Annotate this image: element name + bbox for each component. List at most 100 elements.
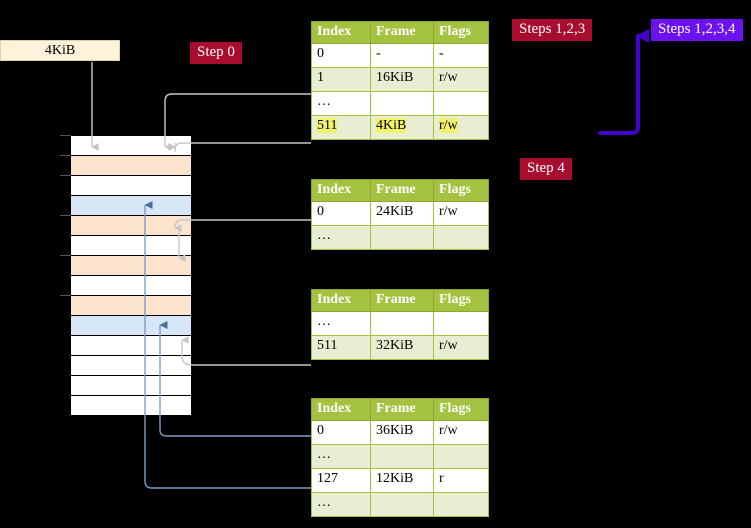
wire-table1-left [174, 219, 311, 232]
column-header-index: Index [311, 289, 371, 312]
table-cell: … [311, 91, 371, 116]
table-row: 0-- [311, 43, 489, 68]
table-cell [370, 311, 434, 336]
table-cell: 1 [311, 67, 371, 92]
table-cell: 24KiB [370, 201, 434, 226]
badge-step-0: Step 0 [190, 42, 242, 64]
table-cell: 511 [311, 335, 371, 360]
column-header-flags: Flags [433, 21, 489, 44]
table-cell: r/w [433, 67, 489, 92]
memory-frame-row [71, 255, 191, 275]
column-header-flags: Flags [433, 289, 489, 312]
frame-size-box: 4KiB [0, 40, 120, 61]
memory-tick [60, 135, 71, 136]
table-cell: - [370, 43, 434, 68]
highlighted-value: r/w [439, 118, 458, 133]
column-header-index: Index [311, 21, 371, 44]
table-cell: 4KiB [370, 115, 434, 140]
table-row: … [311, 311, 489, 336]
badge-steps-1-2-3: Steps 1,2,3 [512, 19, 593, 41]
table-row: … [311, 225, 489, 250]
memory-frame-row [71, 395, 191, 415]
table-cell: … [311, 492, 371, 517]
column-header-frame: Frame [370, 21, 434, 44]
bracket-steps-1-2-3-4 [598, 29, 649, 135]
table-cell: 127 [311, 468, 371, 493]
table-cell: - [433, 43, 489, 68]
physical-memory-column [70, 135, 192, 416]
table-cell: r/w [433, 115, 489, 140]
memory-frame-row [71, 155, 191, 175]
table-cell: … [311, 311, 371, 336]
column-header-frame: Frame [370, 179, 434, 202]
table-cell: r/w [433, 201, 489, 226]
wire-table2-left [181, 336, 311, 366]
table-row: 511 4KiB r/w [311, 115, 489, 140]
table-cell: 32KiB [370, 335, 434, 360]
table-cell [433, 225, 489, 250]
table-cell: 511 [311, 115, 371, 140]
memory-frame-row [71, 275, 191, 295]
table-cell [370, 492, 434, 517]
column-header-frame: Frame [370, 289, 434, 312]
memory-tick [60, 155, 71, 156]
table-cell [433, 91, 489, 116]
table-row: … [311, 91, 489, 116]
table-cell [433, 444, 489, 469]
memory-frame-row [71, 295, 191, 315]
column-header-flags: Flags [433, 179, 489, 202]
table-cell: r/w [433, 335, 489, 360]
table-cell [433, 311, 489, 336]
memory-frame-row [71, 315, 191, 335]
memory-frame-row [71, 375, 191, 395]
table-cell: 0 [311, 43, 371, 68]
table-cell [370, 225, 434, 250]
memory-frame-row [71, 135, 191, 155]
memory-frame-row [71, 235, 191, 255]
column-header-frame: Frame [370, 398, 434, 421]
memory-tick [60, 175, 71, 176]
column-header-index: Index [311, 179, 371, 202]
badge-steps-1-2-3-4: Steps 1,2,3,4 [651, 19, 743, 41]
memory-frame-row [71, 335, 191, 355]
table-cell [433, 492, 489, 517]
table-cell [370, 91, 434, 116]
highlighted-value: 4KiB [376, 118, 407, 133]
table-cell: 16KiB [370, 67, 434, 92]
table-cell [370, 444, 434, 469]
wire-mem-to-pt-row0 [159, 415, 311, 437]
badge-step-4: Step 4 [520, 158, 572, 180]
table-cell: … [311, 225, 371, 250]
memory-frame-row [71, 175, 191, 195]
table-cell: 0 [311, 420, 371, 445]
table-cell: 0 [311, 201, 371, 226]
table-cell: 12KiB [370, 468, 434, 493]
wire-table0-row511-left [174, 142, 311, 151]
memory-tick [60, 255, 71, 256]
highlighted-value: 511 [317, 118, 338, 133]
memory-frame-row [71, 355, 191, 375]
memory-tick [60, 295, 71, 296]
column-header-flags: Flags [433, 398, 489, 421]
memory-frame-row [71, 215, 191, 235]
memory-tick [60, 215, 71, 216]
table-cell: … [311, 444, 371, 469]
column-header-index: Index [311, 398, 371, 421]
table-cell: 36KiB [370, 420, 434, 445]
table-row: … [311, 444, 489, 469]
memory-frame-row [71, 195, 191, 215]
